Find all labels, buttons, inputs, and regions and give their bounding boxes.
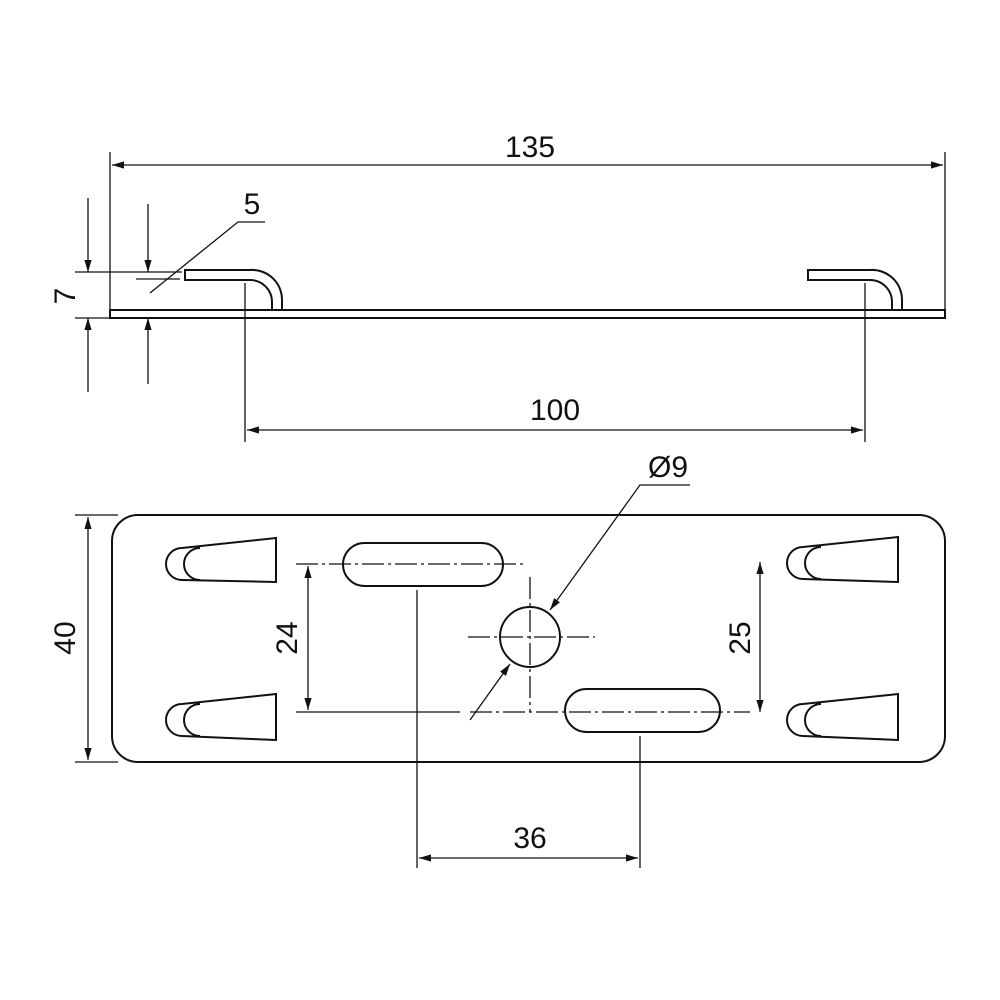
- dim-label-25: 25: [724, 621, 757, 654]
- dim-label-diameter-9: Ø9: [648, 451, 688, 484]
- dim-label-7: 7: [49, 288, 82, 305]
- dim-label-135: 135: [505, 131, 555, 164]
- plate-profile: [109, 309, 946, 319]
- dim-label-5: 5: [244, 188, 261, 221]
- dim-label-40: 40: [49, 621, 82, 654]
- dim-label-36: 36: [513, 822, 546, 855]
- left-hook: [184, 268, 284, 311]
- right-hook: [807, 268, 904, 311]
- slot-bottom: [564, 688, 721, 733]
- plan-view: Ø9 40 24 25 36: [49, 451, 946, 868]
- side-view: 135 7 5 100: [49, 131, 946, 442]
- hook-cutouts: [165, 535, 899, 742]
- plate-outline: [111, 514, 946, 763]
- dim-label-24: 24: [271, 621, 304, 654]
- dim-label-100: 100: [530, 394, 580, 427]
